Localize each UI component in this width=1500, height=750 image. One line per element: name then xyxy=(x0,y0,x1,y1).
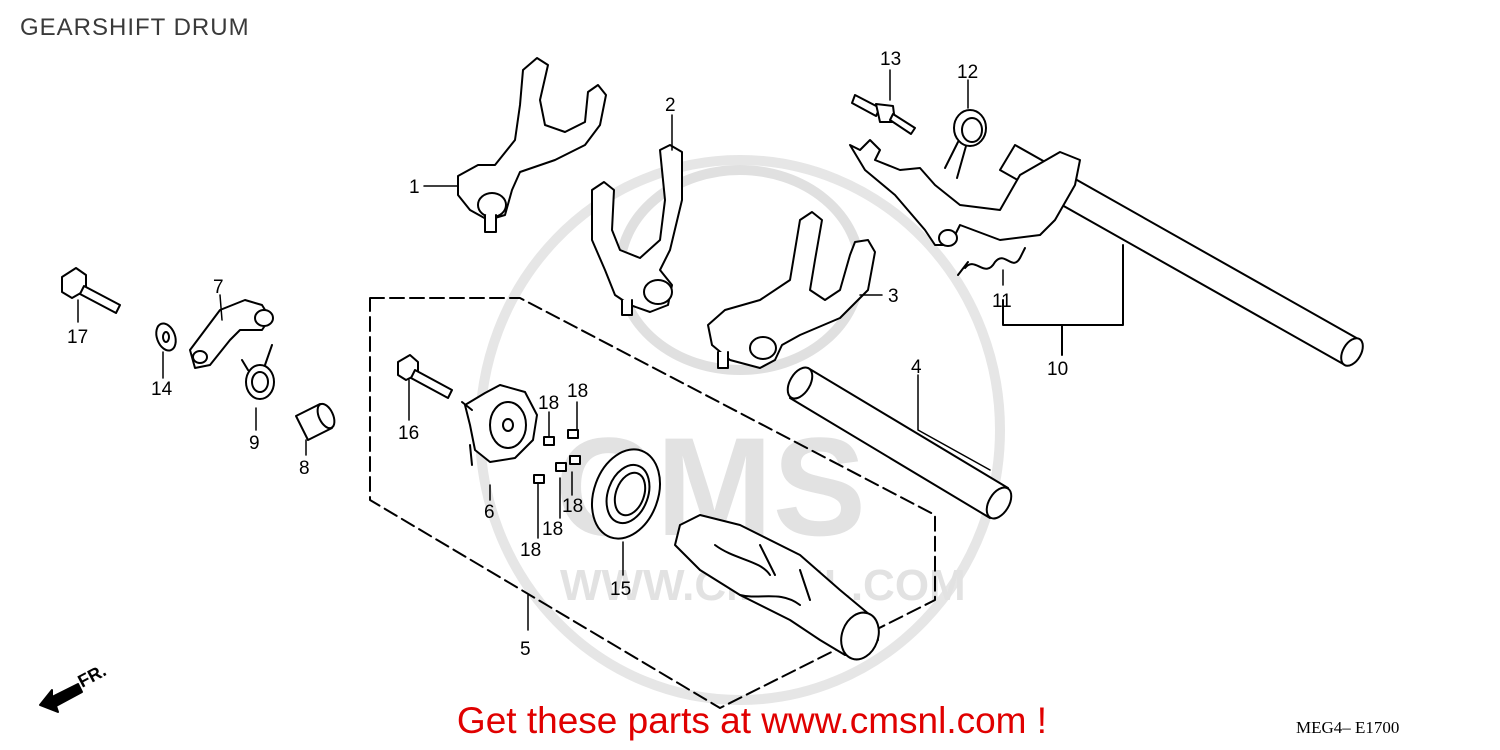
shift-fork-3 xyxy=(707,211,876,369)
shift-fork-1 xyxy=(457,57,607,233)
callout-11: 11 xyxy=(992,291,1012,312)
front-direction-arrow xyxy=(39,683,83,713)
callout-18b: 18 xyxy=(538,393,559,414)
callout-6: 6 xyxy=(484,502,495,523)
callout-9: 9 xyxy=(249,433,260,454)
callout-2: 2 xyxy=(665,95,676,116)
diagram-code: MEG4– E1700 xyxy=(1296,718,1400,737)
bolt-16 xyxy=(397,354,453,399)
bolt-13 xyxy=(851,94,916,135)
callout-labels: 1 2 3 4 5 6 7 8 9 10 11 12 13 14 15 16 1… xyxy=(67,49,1068,660)
drum-center-6 xyxy=(461,384,538,466)
spring-11 xyxy=(957,247,1026,276)
spring-12 xyxy=(944,109,987,179)
callout-15: 15 xyxy=(610,579,631,600)
dowel-pins-18 xyxy=(533,429,581,484)
callout-18d: 18 xyxy=(542,519,563,540)
promo-banner[interactable]: Get these parts at www.cmsnl.com ! xyxy=(0,700,1500,742)
bearing-15 xyxy=(591,448,661,540)
stopper-arm-7 xyxy=(189,299,274,369)
callout-18a: 18 xyxy=(567,381,588,402)
callout-12: 12 xyxy=(957,62,978,83)
assembly-outline xyxy=(369,297,936,709)
gearshift-drum-5 xyxy=(674,514,880,661)
callout-8: 8 xyxy=(299,458,310,479)
callout-10: 10 xyxy=(1047,359,1068,380)
callout-3: 3 xyxy=(888,286,899,307)
collar-8 xyxy=(295,402,336,441)
bolt-17 xyxy=(61,267,121,314)
callout-14: 14 xyxy=(151,379,173,400)
callout-4: 4 xyxy=(911,357,922,378)
washer-14 xyxy=(155,322,177,352)
callout-18e: 18 xyxy=(520,540,541,561)
callout-7: 7 xyxy=(213,277,224,298)
callout-1: 1 xyxy=(409,177,420,198)
diagram-title: GEARSHIFT DRUM xyxy=(20,14,250,41)
callout-16: 16 xyxy=(398,423,419,444)
promo-text[interactable]: Get these parts at www.cmsnl.com ! xyxy=(456,700,1048,741)
callout-18c: 18 xyxy=(562,496,583,517)
callout-17: 17 xyxy=(67,327,88,348)
fork-shaft xyxy=(786,366,1013,520)
callout-bracket-10 xyxy=(1002,244,1124,356)
leader-lines xyxy=(77,69,1004,631)
watermark: CMS WWW.CMSNL.COM xyxy=(475,155,1005,705)
callout-5: 5 xyxy=(520,639,531,660)
spring-9 xyxy=(241,344,275,400)
callout-13: 13 xyxy=(880,49,901,70)
shift-fork-2 xyxy=(591,144,683,316)
gearshift-spindle xyxy=(849,139,1364,367)
